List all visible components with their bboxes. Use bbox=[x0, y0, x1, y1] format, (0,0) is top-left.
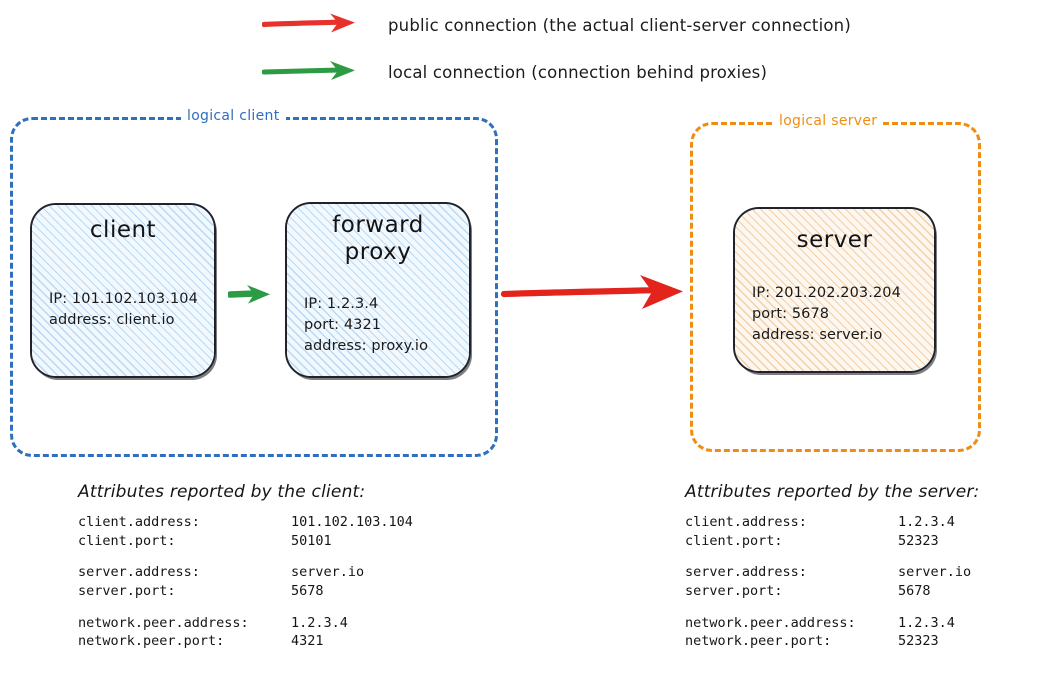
arrow-right-icon bbox=[261, 10, 362, 40]
node-server-properties: IP: 201.202.203.204 port: 5678 address: … bbox=[752, 283, 901, 346]
node-client-hatch-fill bbox=[32, 205, 214, 376]
node-server-prop: port: 5678 bbox=[752, 306, 830, 323]
group-label-logical-client: logical client bbox=[181, 108, 286, 124]
arrow-forward-proxy-to-server bbox=[500, 268, 690, 322]
attribute-value: 52323 bbox=[898, 532, 939, 549]
attribute-value: server.io bbox=[898, 564, 972, 581]
attribute-row: server.address: server.io bbox=[685, 563, 979, 582]
attribute-key: client.address: bbox=[78, 514, 200, 530]
node-client-prop: IP: 101.102.103.104 bbox=[49, 291, 198, 307]
legend-item-public-connection: public connection (the actual client-ser… bbox=[261, 10, 851, 40]
attribute-value: 50101 bbox=[291, 532, 332, 549]
node-forward-proxy-title: forward proxy bbox=[332, 212, 424, 266]
attribute-group: network.peer.address: 1.2.3.4 network.pe… bbox=[685, 614, 979, 651]
attribute-group: server.address: server.io server.port: 5… bbox=[685, 563, 979, 600]
attribute-row: client.port: 50101 bbox=[78, 532, 413, 551]
attribute-key: network.peer.port: bbox=[685, 633, 832, 650]
attribute-key: network.peer.address: bbox=[685, 614, 856, 631]
node-server-prop: address: server.io bbox=[752, 327, 883, 344]
group-label-logical-server: logical server bbox=[773, 113, 884, 129]
node-forward-proxy-prop: port: 4321 bbox=[304, 317, 382, 334]
node-forward-proxy-properties: IP: 1.2.3.4 port: 4321 address: proxy.io bbox=[304, 294, 428, 357]
node-server-title: server bbox=[796, 227, 873, 253]
attribute-group: client.address: 1.2.3.4 client.port: 523… bbox=[685, 513, 979, 550]
node-server-prop: IP: 201.202.203.204 bbox=[752, 285, 901, 301]
attribute-value: 1.2.3.4 bbox=[291, 614, 348, 631]
group-logical-client: logical client bbox=[10, 108, 498, 457]
attribute-row: server.address: server.io bbox=[78, 563, 413, 582]
group-logical-server: logical server bbox=[690, 113, 981, 452]
attribute-key: network.peer.port: bbox=[78, 633, 225, 650]
attribute-row: network.peer.port: 4321 bbox=[78, 632, 413, 651]
node-server-hatch-fill bbox=[735, 209, 934, 371]
attribute-group: client.address: 101.102.103.104 client.p… bbox=[78, 513, 413, 550]
attribute-key: server.port: bbox=[78, 582, 176, 599]
node-forward-proxy-hatch-fill bbox=[287, 204, 469, 376]
attributes-table-client: Attributes reported by the client: clien… bbox=[78, 482, 413, 651]
attribute-value: 4321 bbox=[291, 633, 324, 650]
attribute-row: client.address: 101.102.103.104 bbox=[78, 513, 413, 532]
arrow-right-icon bbox=[261, 57, 362, 87]
attribute-value: 5678 bbox=[898, 582, 931, 599]
attribute-group: server.address: server.io server.port: 5… bbox=[78, 563, 413, 600]
attributes-table-server-title: Attributes reported by the server: bbox=[685, 482, 980, 502]
legend-label-local-connection: local connection (connection behind prox… bbox=[388, 62, 768, 82]
arrow-client-to-forward-proxy bbox=[226, 281, 276, 313]
attribute-key: client.port: bbox=[685, 532, 783, 549]
legend-item-local-connection: local connection (connection behind prox… bbox=[261, 57, 768, 87]
attribute-row: server.port: 5678 bbox=[78, 582, 413, 601]
attribute-value: server.io bbox=[291, 564, 365, 581]
attribute-row: network.peer.address: 1.2.3.4 bbox=[685, 614, 979, 633]
node-client-prop: address: client.io bbox=[49, 312, 175, 329]
node-client[interactable]: client IP: 101.102.103.104 address: clie… bbox=[30, 203, 216, 378]
attribute-key: network.peer.address: bbox=[78, 614, 249, 631]
arrow-right-icon bbox=[226, 285, 270, 304]
attribute-value: 5678 bbox=[291, 582, 324, 599]
attribute-value: 52323 bbox=[898, 633, 939, 650]
attribute-key: server.address: bbox=[685, 564, 807, 581]
attribute-row: network.peer.address: 1.2.3.4 bbox=[78, 614, 413, 633]
attribute-value: 1.2.3.4 bbox=[898, 514, 955, 530]
arrow-right-icon bbox=[500, 275, 683, 309]
legend-label-public-connection: public connection (the actual client-ser… bbox=[388, 15, 851, 35]
attribute-key: client.port: bbox=[78, 532, 176, 549]
attributes-table-client-title: Attributes reported by the client: bbox=[78, 482, 366, 502]
attribute-row: network.peer.port: 52323 bbox=[685, 632, 979, 651]
node-forward-proxy-prop: address: proxy.io bbox=[304, 338, 429, 355]
node-server[interactable]: server IP: 201.202.203.204 port: 5678 ad… bbox=[733, 207, 936, 373]
attribute-row: server.port: 5678 bbox=[685, 582, 979, 601]
attribute-group: network.peer.address: 1.2.3.4 network.pe… bbox=[78, 614, 413, 651]
attribute-key: server.address: bbox=[78, 564, 200, 581]
attribute-key: server.port: bbox=[685, 582, 783, 599]
attribute-key: client.address: bbox=[685, 514, 807, 530]
node-client-title: client bbox=[89, 217, 157, 243]
attribute-row: client.address: 1.2.3.4 bbox=[685, 513, 979, 532]
attribute-value: 101.102.103.104 bbox=[291, 514, 413, 530]
node-client-properties: IP: 101.102.103.104 address: client.io bbox=[49, 289, 198, 331]
attributes-table-server: Attributes reported by the server: clien… bbox=[685, 482, 979, 651]
attribute-row: client.port: 52323 bbox=[685, 532, 979, 551]
node-forward-proxy[interactable]: forward proxy IP: 1.2.3.4 port: 4321 add… bbox=[285, 202, 471, 378]
attribute-value: 1.2.3.4 bbox=[898, 614, 955, 631]
node-forward-proxy-prop: IP: 1.2.3.4 bbox=[304, 296, 379, 312]
